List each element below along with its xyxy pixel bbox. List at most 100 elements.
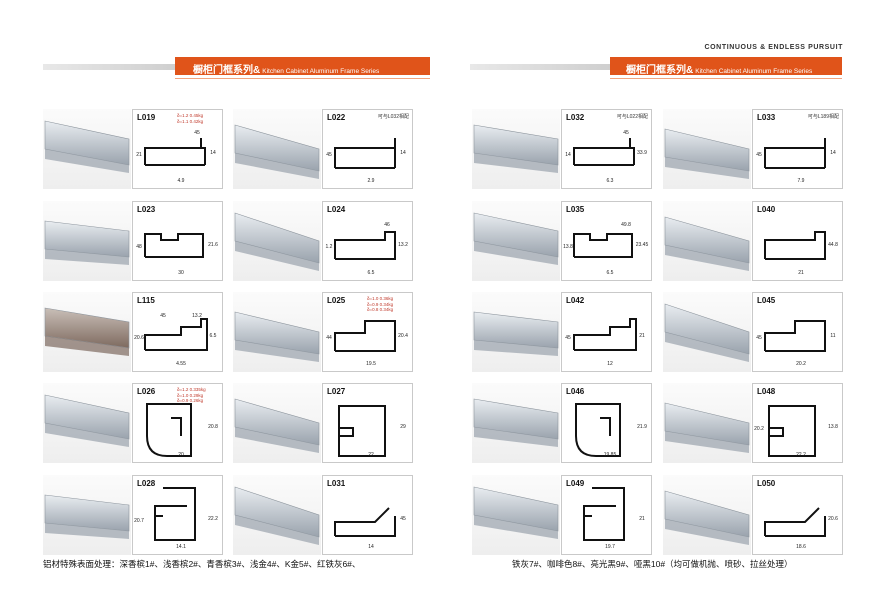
profile-outline xyxy=(334,138,396,169)
profile-photo xyxy=(663,109,751,189)
profile-photo xyxy=(43,201,131,281)
profile-outline xyxy=(573,233,633,258)
dimension-label: 1.2 xyxy=(326,244,333,250)
profile-code: L050 xyxy=(757,479,776,488)
profile-code: L025 xyxy=(327,296,346,305)
dimension-label: 4.55 xyxy=(176,361,186,367)
title-en: Kitchen Cabinet Aluminum Frame Series xyxy=(695,68,813,75)
aluminum-extrusion-image xyxy=(44,494,130,539)
cross-section-drawing: 14.122.220.7 xyxy=(134,487,218,550)
dimension-label: 21.9 xyxy=(637,424,647,430)
profile-photo xyxy=(233,292,321,372)
dimension-label: 6.5 xyxy=(210,333,217,339)
profile-code: L033 xyxy=(757,113,776,122)
aluminum-extrusion-image xyxy=(664,402,750,453)
profile-outline xyxy=(764,507,826,537)
dimension-label: 13.2 xyxy=(398,242,408,248)
dimension-label: 21 xyxy=(639,516,645,522)
dimension-label: 45 xyxy=(160,313,166,319)
profile-photo xyxy=(233,475,321,555)
aluminum-extrusion-image xyxy=(234,486,320,545)
profile-outline xyxy=(764,231,826,260)
profile-outline xyxy=(144,138,206,166)
dimension-label: 13.8 xyxy=(563,244,573,250)
cross-section-drawing: 19.721 xyxy=(583,487,645,550)
aluminum-extrusion-image xyxy=(473,124,559,173)
header-band-left-gray xyxy=(43,64,175,70)
title-cn: 橱柜门框系列& xyxy=(193,65,261,76)
dimension-label: 45 xyxy=(756,335,762,341)
profile-outline xyxy=(334,320,396,352)
profile-code: L042 xyxy=(566,296,585,305)
dimension-label: 45 xyxy=(326,152,332,158)
profile-outline xyxy=(334,231,396,260)
profile-code: L040 xyxy=(757,205,776,214)
dimension-label: 22.2 xyxy=(208,516,218,522)
aluminum-extrusion-image xyxy=(664,490,750,545)
profile-outline xyxy=(338,405,386,457)
header-band-left: 橱柜门框系列&Kitchen Cabinet Aluminum Frame Se… xyxy=(175,57,430,76)
dimension-label: 45 xyxy=(623,130,629,136)
profile-outline xyxy=(764,320,826,352)
aluminum-extrusion-image xyxy=(473,398,559,447)
dimension-label: 20.2 xyxy=(754,426,764,432)
dimension-label: 29 xyxy=(400,424,406,430)
profile-photo xyxy=(663,475,751,555)
profile-code: L045 xyxy=(757,296,776,305)
dimension-label: 45 xyxy=(194,130,200,136)
profile-photo xyxy=(233,201,321,281)
profile-code: L019 xyxy=(137,113,156,122)
dimension-label: 21.6 xyxy=(208,242,218,248)
profile-photo xyxy=(233,109,321,189)
profile-code: L046 xyxy=(566,387,585,396)
profile-photo xyxy=(472,201,560,281)
dimension-label: 19.85 xyxy=(604,452,617,458)
profile-outline xyxy=(573,318,637,351)
dimension-label: 46 xyxy=(384,222,390,228)
aluminum-extrusion-image xyxy=(664,303,750,362)
dimension-label: 14 xyxy=(210,150,216,156)
profile-outline xyxy=(764,138,826,169)
aluminum-extrusion-image xyxy=(473,212,559,265)
profile-code: L027 xyxy=(327,387,346,396)
aluminum-extrusion-image xyxy=(44,120,130,173)
header-band-right-gray xyxy=(470,64,610,70)
profile-photo xyxy=(233,383,321,463)
weight-line: δ=1.0 0.29kg xyxy=(177,392,204,398)
aluminum-extrusion-image xyxy=(234,311,320,362)
dimension-label: 45 xyxy=(756,152,762,158)
profile-outline xyxy=(146,403,192,457)
dimension-label: 33.9 xyxy=(637,150,647,156)
title-en: Kitchen Cabinet Aluminum Frame Series xyxy=(262,68,380,75)
weight-line: δ=1.1 0.42kg xyxy=(177,118,204,124)
dimension-label: 14.1 xyxy=(176,544,186,550)
footer-right: 铁灰7#、咖啡色8#、亮光黑9#、哑黑10#（均可做机抛、喷砂、拉丝处理） xyxy=(512,559,793,569)
profile-outline xyxy=(583,487,625,541)
dimension-label: 23.45 xyxy=(636,242,649,248)
